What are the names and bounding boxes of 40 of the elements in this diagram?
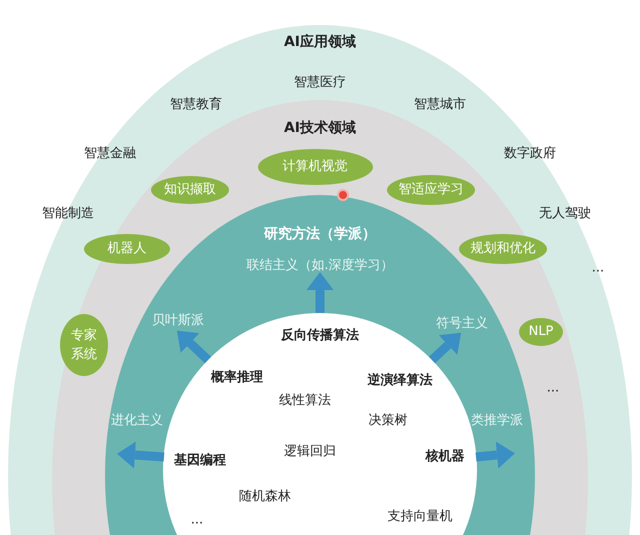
item-label: 逻辑回归: [284, 443, 336, 460]
item-label: 支持向量机: [388, 508, 452, 525]
topic-oval: 机器人: [84, 234, 170, 264]
topic-oval: 专家系统: [60, 314, 108, 376]
arrow: [476, 442, 515, 468]
item-label: 随机森林: [239, 488, 291, 505]
topic-oval: 知识撷取: [151, 176, 229, 204]
item-label: 智慧城市: [414, 96, 466, 113]
school-label: 符号主义: [436, 314, 488, 332]
item-label: ...: [546, 380, 560, 396]
item-label: 线性算法: [279, 392, 331, 409]
item-label: 决策树: [368, 412, 408, 429]
topic-oval: 智适应学习: [387, 175, 475, 205]
topic-oval: NLP: [519, 318, 563, 346]
item-label: 无人驾驶: [539, 205, 591, 222]
item-label: 核机器: [426, 448, 464, 465]
ring-heading: AI应用领域: [284, 33, 356, 51]
school-label: 贝叶斯派: [152, 311, 204, 329]
item-label: 概率推理: [211, 368, 263, 386]
item-label: 基因编程: [174, 452, 226, 469]
item-label: 数字政府: [504, 145, 556, 162]
arrow: [428, 332, 462, 364]
arrow: [306, 272, 334, 313]
school-label: 联结主义（如.深度学习）: [246, 256, 394, 274]
item-label: 反向传播算法: [281, 327, 359, 344]
school-label: 类推学派: [471, 411, 523, 429]
item-label: ...: [592, 260, 604, 276]
ring-heading: 研究方法（学派）: [264, 225, 376, 243]
item-label: 智慧医疗: [294, 74, 346, 91]
ring-heading: AI技术领域: [284, 119, 356, 137]
topic-oval: 计算机视觉: [258, 149, 372, 185]
arrow: [117, 442, 164, 468]
arrow: [176, 330, 212, 364]
topic-oval: 规划和优化: [459, 234, 547, 264]
item-label: 智能制造: [42, 205, 94, 222]
item-label: 智慧金融: [84, 145, 136, 162]
item-label: 智慧教育: [170, 96, 222, 113]
item-label: ...: [190, 512, 204, 528]
school-label: 进化主义: [111, 411, 163, 429]
item-label: 逆演绎算法: [368, 372, 432, 389]
